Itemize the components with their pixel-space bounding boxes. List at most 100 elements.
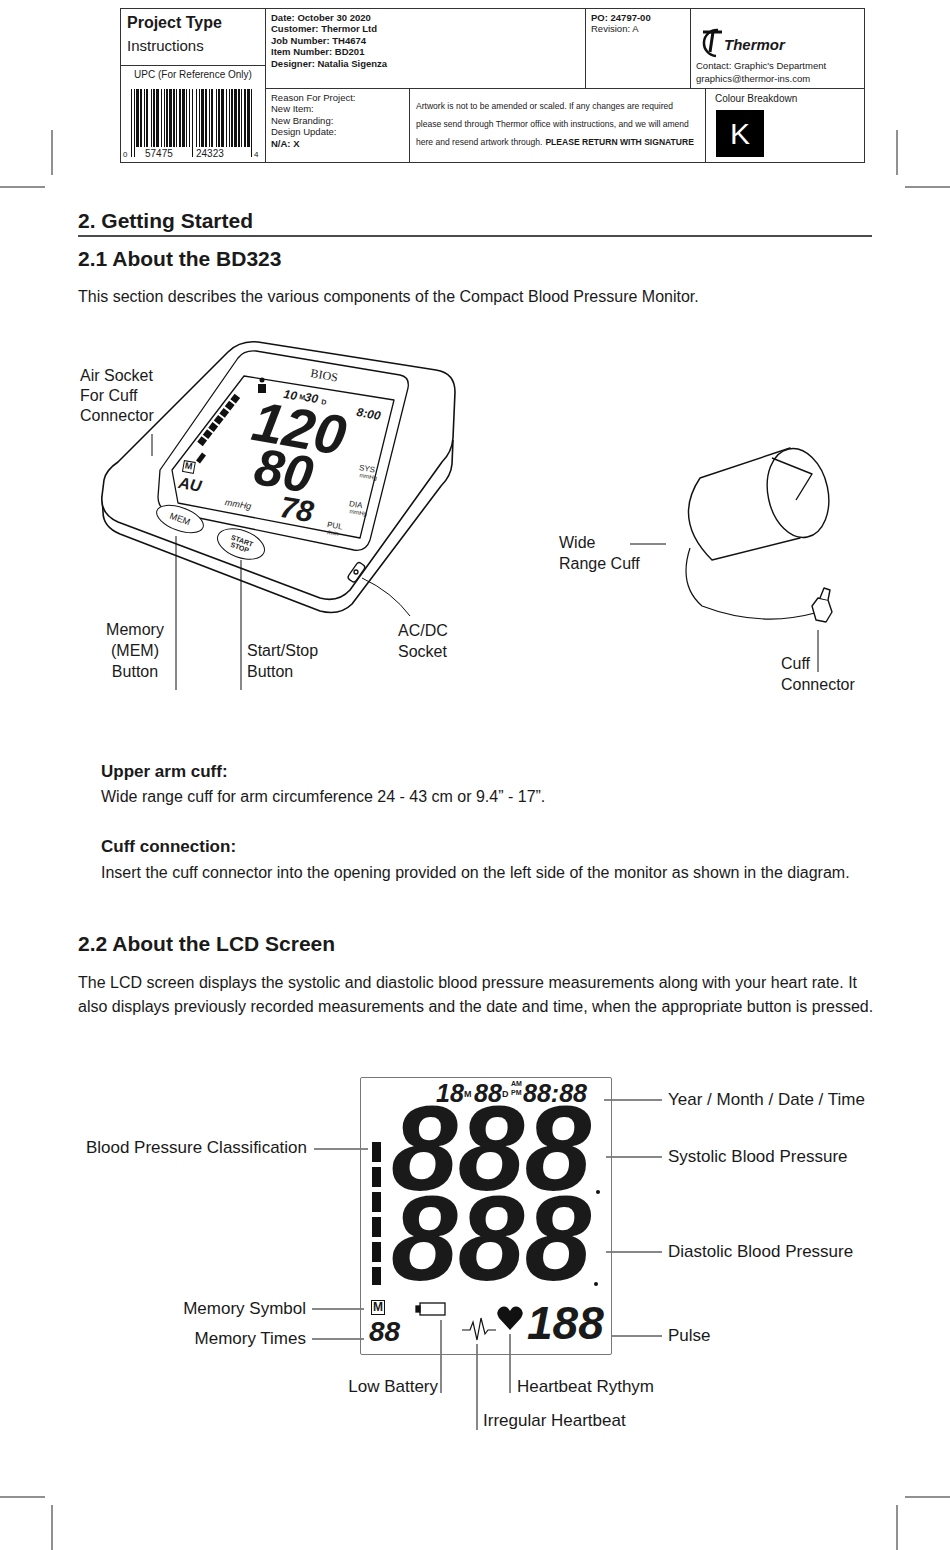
ac-dc-socket (354, 570, 358, 574)
label: 2.1 About the BD323 (78, 246, 281, 271)
barcode (229, 89, 230, 147)
label: Memory (MEM) Button (100, 620, 170, 682)
label: Start/Stop Button (247, 641, 327, 683)
leader-line (362, 578, 410, 616)
label: Heartbeat Rythym (517, 1377, 654, 1397)
node-text: PLEASE RETURN WITH SIGNATURE (545, 137, 693, 147)
header-cell: PO: 24797-00Revision: A (585, 8, 691, 89)
barcode-cell: UPC (For Reference Only)057475243234 (120, 65, 266, 163)
node-text: K (730, 119, 750, 149)
barcode (218, 89, 220, 147)
decimal-dot (594, 1282, 598, 1286)
node-text: Thermor (724, 36, 785, 54)
low-battery-icon (416, 1303, 445, 1315)
barcode (226, 89, 227, 147)
node-text: 888 (391, 1178, 591, 1298)
node-text: N/A: X (271, 138, 404, 149)
colour-swatch: K (716, 110, 764, 157)
node-text: Colour Breakdown (715, 93, 797, 105)
cuff (686, 443, 837, 622)
barcode (241, 89, 242, 147)
barcode (140, 89, 142, 147)
node-text: START STOP (225, 533, 256, 556)
leader-line (312, 1309, 364, 1310)
monitor-screen (172, 376, 394, 538)
barcode (169, 89, 172, 147)
screen-classification-bars (198, 395, 238, 462)
node-text: 57475 (145, 148, 173, 160)
node-text: 88 (369, 1318, 400, 1346)
monitor-body (102, 342, 455, 600)
barcode (156, 89, 159, 147)
ac-dc-socket (347, 562, 366, 584)
barcode (209, 89, 210, 147)
decimal-dot (594, 1190, 600, 1286)
heart-icon (497, 1307, 523, 1330)
crop-mark (52, 1505, 53, 1550)
node-text: AM (511, 1080, 522, 1087)
header-cell: Date: October 30 2020Customer: Thermor L… (265, 8, 586, 89)
barcode (196, 89, 197, 147)
label: Wide range cuff for arm circumference 24… (101, 787, 545, 806)
barcode (216, 89, 217, 147)
ac-dc-socket (347, 562, 366, 584)
low-battery-icon (416, 1306, 420, 1312)
node-text: New Item: (271, 103, 404, 114)
leader-line (312, 1339, 364, 1340)
label: Blood Pressure Classification (40, 1138, 307, 1158)
barcode (189, 89, 190, 147)
node-text: MEM (169, 511, 192, 527)
barcode (134, 89, 135, 157)
screen-classification-bars (198, 454, 204, 462)
crop-mark (897, 1505, 898, 1550)
node-text: Date: October 30 2020 (271, 12, 580, 23)
screen-classification-bars (200, 395, 238, 444)
lcd-classification-bars (372, 1192, 381, 1212)
barcode (144, 89, 145, 147)
lcd-classification-bars (372, 1167, 381, 1187)
thermor-logo (703, 32, 722, 52)
cuff (772, 458, 812, 500)
leader-line (176, 536, 177, 690)
barcode (161, 89, 162, 147)
person-icon (258, 378, 266, 394)
barcode (234, 89, 237, 147)
crop-mark (0, 130, 950, 1550)
leader-line (510, 1334, 511, 1393)
barcode (247, 89, 250, 147)
barcode (192, 89, 193, 157)
node-text: Project Type (127, 13, 222, 32)
monitor-body (102, 342, 455, 613)
barcode (136, 89, 139, 147)
cuff (812, 598, 832, 622)
barcode (251, 89, 252, 157)
cuff (759, 443, 836, 544)
cuff (820, 588, 830, 600)
barcode (131, 89, 252, 157)
header-cell: Reason For Project:New Item:New Branding… (265, 88, 410, 163)
lcd-screen: 18M88DAMPM88:88888888M88188 (360, 1077, 612, 1355)
label: Cuff connection: (101, 837, 236, 857)
barcode (201, 89, 204, 147)
label: Memory Symbol (100, 1299, 306, 1319)
screen-text: 78 (278, 492, 316, 527)
leader-line (477, 1344, 478, 1430)
node-text: Customer: Thermor Ltd (271, 23, 580, 34)
node-text: Design Update: (271, 126, 404, 137)
node-text: Designer: Natalia Sigenza (271, 58, 580, 69)
label: Pulse (668, 1326, 711, 1346)
node-text: Reason For Project: (271, 92, 404, 103)
crop-mark (52, 130, 53, 175)
barcode (176, 89, 177, 147)
label: Memory Times (100, 1329, 306, 1349)
node-text: 0 (123, 150, 127, 160)
node-text: 24323 (196, 148, 224, 160)
leader-line (604, 1100, 662, 1101)
barcode (182, 89, 185, 147)
crop-mark (905, 187, 950, 188)
node-text: Instructions (127, 37, 204, 55)
lcd-classification-bars (372, 1267, 381, 1285)
barcode (199, 89, 200, 147)
label: This section describes the various compo… (78, 287, 898, 306)
thermor-logo (703, 30, 722, 56)
